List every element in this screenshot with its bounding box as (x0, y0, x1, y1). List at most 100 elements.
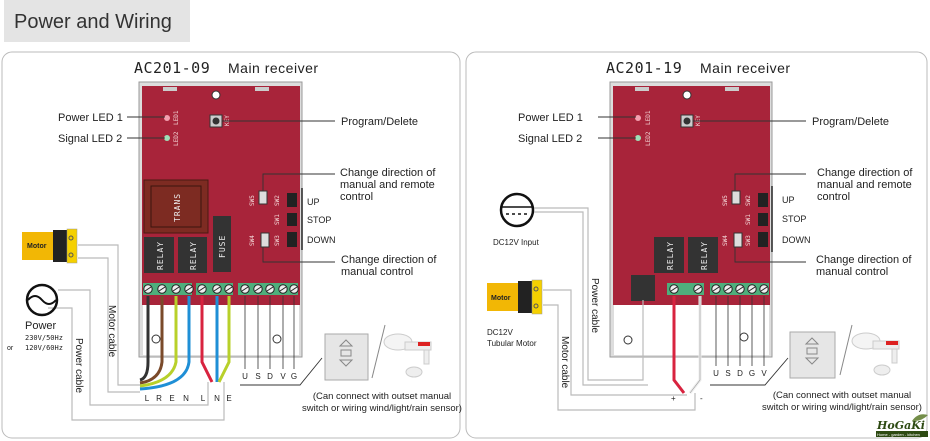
terminal-screw[interactable] (184, 284, 194, 294)
signal-led-icon (164, 135, 170, 141)
sw5-slide-switch[interactable] (258, 190, 268, 205)
dc-jack (631, 275, 655, 301)
header-tab (4, 0, 190, 42)
label-voltage-230: 230V/50Hz (25, 334, 63, 342)
label-program-delete: Program/Delete (341, 116, 418, 128)
terminal-screw[interactable] (240, 284, 250, 294)
down-button[interactable] (758, 232, 768, 247)
housing-bottom (143, 305, 299, 355)
signal-label: D (737, 369, 743, 378)
sw4-slide-switch[interactable] (733, 232, 743, 248)
signal-label: U (713, 369, 719, 378)
label-motor-cable: Motor cable (106, 305, 117, 358)
label-up: UP (782, 195, 795, 205)
terminal-screw[interactable] (735, 284, 745, 294)
panel-title-suffix: Main receiver (700, 60, 791, 76)
leader-lines (598, 116, 806, 263)
board-clip (635, 87, 649, 91)
up-button[interactable] (758, 193, 768, 207)
terminal-screw[interactable] (157, 284, 167, 294)
terminal-screw[interactable] (278, 284, 288, 294)
mains-wires (139, 296, 231, 391)
up-button[interactable] (287, 193, 297, 207)
pcb-sw2: SW2 (274, 195, 281, 206)
label-dir-remote: control (340, 191, 373, 203)
switch-center (340, 349, 352, 357)
housing-bottom (614, 305, 769, 355)
label-dir-manual: Change direction of (816, 254, 912, 266)
logo-brand: HoGaKi (876, 419, 925, 432)
down-button[interactable] (287, 232, 297, 247)
relay-1 (654, 237, 684, 273)
terminal-screw[interactable] (759, 284, 769, 294)
wire-label: N (214, 394, 220, 403)
mount-hole (272, 334, 282, 344)
leader-lines (127, 116, 335, 263)
label-down: DOWN (307, 235, 336, 245)
label-stop: STOP (782, 214, 806, 224)
terminal-screw[interactable] (253, 284, 263, 294)
terminal-screw[interactable] (224, 284, 234, 294)
caption-line: switch or wiring wind/light/rain sensor) (302, 403, 462, 414)
label-dc-input: DC12V Input (493, 238, 540, 247)
pcb-key: KEY (224, 115, 231, 126)
terminal-screw[interactable] (197, 284, 207, 294)
label-plus: + (671, 394, 676, 403)
terminal-screw[interactable] (171, 284, 181, 294)
pcb-led2: LED2 (173, 131, 180, 146)
switch-arrows (338, 339, 354, 367)
terminal-screw[interactable] (711, 284, 721, 294)
pcb-sw1: SW1 (745, 214, 752, 225)
pcb-relay: RELAY (700, 241, 709, 270)
terminal-screw[interactable] (747, 284, 757, 294)
panel-ac201-09: AC201-09 Main receiver LED1 LED2 KEY TRA… (1, 51, 462, 439)
pcb-sw5: SW5 (722, 195, 729, 206)
caption-line: (Can connect with outset manual (773, 390, 911, 401)
terminal-screw[interactable] (693, 284, 703, 294)
relay-1 (144, 237, 174, 273)
motor-icon (487, 279, 543, 315)
mount-hole (211, 90, 221, 100)
motor-label: Motor (27, 243, 47, 250)
wall-switch-icon (324, 333, 369, 381)
mount-hole (682, 90, 692, 100)
label-motor-desc: Tubular Motor (487, 339, 537, 348)
caption-line: (Can connect with outset manual (313, 391, 451, 402)
stop-button[interactable] (758, 213, 768, 226)
pcb-trans: TRANS (173, 193, 182, 222)
hogaki-logo: HoGaKi Home - garden - kitchen (876, 414, 928, 437)
label-signal-led: Signal LED 2 (58, 133, 122, 145)
terminal-screw[interactable] (669, 284, 679, 294)
terminal-screw[interactable] (723, 284, 733, 294)
key-cap (683, 117, 691, 125)
label-stop: STOP (307, 215, 331, 225)
label-program-delete: Program/Delete (812, 116, 889, 128)
terminal-screw[interactable] (212, 284, 222, 294)
mount-hole (623, 335, 633, 345)
pcb-led2: LED2 (645, 131, 652, 146)
terminal-block (143, 283, 192, 295)
sw5-slide-switch[interactable] (731, 190, 741, 205)
dc-wires (672, 296, 702, 394)
label-dir-remote: Change direction of (817, 167, 913, 179)
signal-label: D (267, 372, 273, 381)
wire-label: N (183, 394, 189, 403)
pcb-sw3: SW3 (745, 235, 752, 246)
terminal-screw[interactable] (265, 284, 275, 294)
label-down: DOWN (782, 235, 811, 245)
fuse (213, 216, 231, 272)
pcb-relay: RELAY (666, 241, 675, 270)
switch-center (806, 347, 818, 355)
terminal-blocks (143, 283, 299, 295)
label-dir-remote: control (817, 191, 850, 203)
transformer-inner (150, 185, 202, 228)
terminal-screw[interactable] (143, 284, 153, 294)
terminal-screw[interactable] (289, 284, 299, 294)
pcb-relay: RELAY (189, 241, 198, 270)
panel-title-model: AC201-19 (606, 59, 682, 77)
pcb-sw3: SW3 (274, 235, 281, 246)
sw4-slide-switch[interactable] (260, 232, 270, 248)
stop-button[interactable] (287, 213, 297, 226)
